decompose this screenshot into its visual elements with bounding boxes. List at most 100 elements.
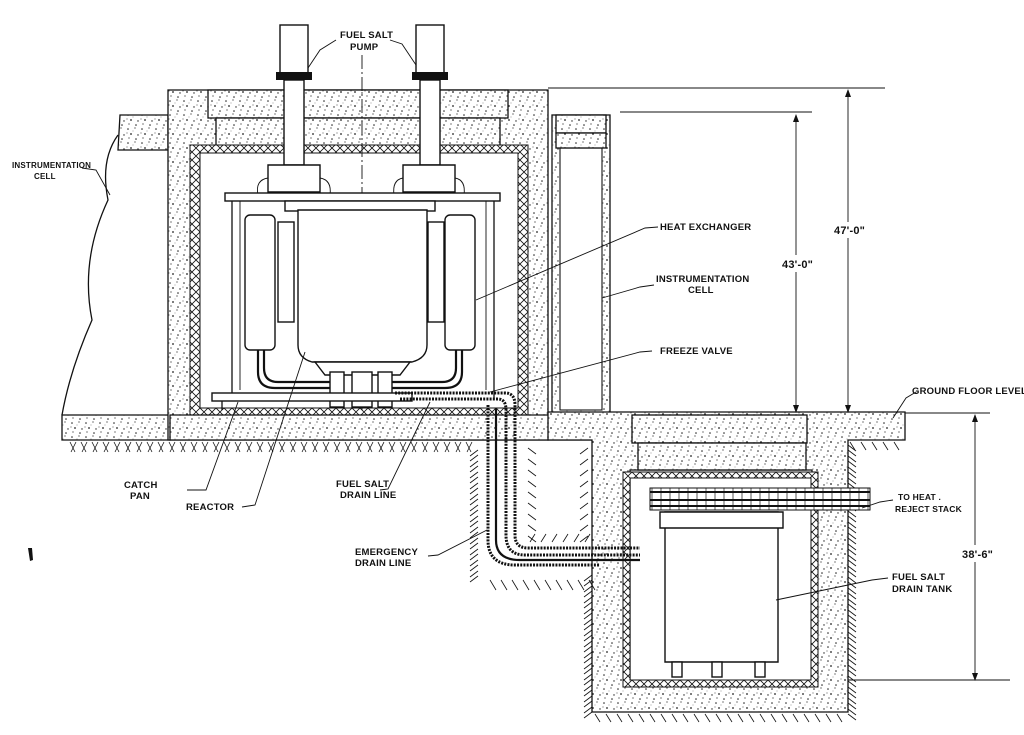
earth-hatch-mark xyxy=(847,581,857,589)
earth-hatch-mark xyxy=(893,441,900,451)
earth-hatch-mark xyxy=(180,441,187,453)
earth-hatch-mark xyxy=(616,713,623,723)
right-instrumentation-cell xyxy=(548,87,885,416)
drain-lines xyxy=(395,391,640,567)
earth-hatch-mark xyxy=(847,526,857,534)
earth-hatch-mark xyxy=(551,533,558,543)
earth-hatch-mark xyxy=(847,625,857,633)
earth-hatch-mark xyxy=(583,618,593,626)
earth-hatch-mark xyxy=(584,533,591,543)
earth-hatch-mark xyxy=(583,711,593,719)
label-instrumentation-cell-right-2: CELL xyxy=(688,285,714,296)
earth-hatch-mark xyxy=(726,713,733,723)
earth-hatch-mark xyxy=(860,441,867,451)
earth-hatch-mark xyxy=(847,669,857,677)
label-freeze-valve: FREEZE VALVE xyxy=(660,346,733,357)
earth-hatch-mark xyxy=(847,653,857,661)
earth-hatch-mark xyxy=(469,553,479,561)
earth-hatch-mark xyxy=(469,564,479,572)
earth-hatch-mark xyxy=(544,579,552,591)
earth-hatch-mark xyxy=(583,684,593,692)
earth-hatch-mark xyxy=(500,579,508,591)
earth-hatch-mark xyxy=(411,441,418,453)
earth-hatch-mark xyxy=(847,532,857,540)
earth-hatch-mark xyxy=(847,537,857,545)
earth-hatch-mark xyxy=(311,441,318,453)
earth-hatch-mark xyxy=(583,645,593,653)
earth-hatch-mark xyxy=(212,441,219,453)
earth-hatch-mark xyxy=(527,513,537,521)
earth-hatch-mark xyxy=(540,533,547,543)
label-instrumentation-cell-right-1: INSTRUMENTATION xyxy=(656,274,749,285)
earth-hatch-mark xyxy=(847,675,857,683)
earth-hatch-mark xyxy=(191,441,198,453)
earth-hatch-mark xyxy=(469,515,479,523)
label-fuel-salt-drain-tank-2: DRAIN TANK xyxy=(892,584,952,595)
earth-hatch-mark xyxy=(579,469,589,477)
earth-hatch-mark xyxy=(847,548,857,556)
earth-hatch-mark xyxy=(469,476,479,484)
dimension-47ft: 47'-0" xyxy=(834,225,865,237)
earth-hatch-mark xyxy=(847,664,857,672)
earth-hatch-mark xyxy=(355,441,362,453)
earth-hatch-mark xyxy=(579,447,589,455)
earth-hatch-mark xyxy=(847,609,857,617)
earth-hatch-mark xyxy=(344,441,351,453)
earth-hatch-mark xyxy=(246,441,253,453)
earth-hatch-mark xyxy=(748,713,755,723)
earth-hatch-mark xyxy=(69,441,76,453)
earth-hatch-mark xyxy=(847,570,857,578)
earth-hatch-mark xyxy=(256,441,263,453)
labels: FUEL SALT PUMP INSTRUMENTATION CELL HEAT… xyxy=(12,30,1024,595)
dimension-lines: 43'-0" 47'-0" 38'-6" xyxy=(782,89,993,681)
earth-hatch-mark xyxy=(469,471,479,479)
earth-hatch-mark xyxy=(579,535,589,543)
earth-hatch-mark xyxy=(527,524,537,532)
earth-hatch-mark xyxy=(278,441,285,453)
earth-hatch-mark xyxy=(583,706,593,714)
earth-hatch-mark xyxy=(555,579,563,591)
earth-hatch-mark xyxy=(469,537,479,545)
earth-hatch-mark xyxy=(334,441,341,453)
earth-hatch-mark xyxy=(583,640,593,648)
earth-hatch-mark xyxy=(579,524,589,532)
earth-hatch-mark xyxy=(847,614,857,622)
earth-hatch-mark xyxy=(715,713,722,723)
earth-hatch-mark xyxy=(469,454,479,462)
earth-hatch-mark xyxy=(562,533,569,543)
earth-hatch-mark xyxy=(469,570,479,578)
earth-hatch-mark xyxy=(522,579,530,591)
earth-hatch-mark xyxy=(389,441,396,453)
earth-hatch-mark xyxy=(333,441,340,453)
earth-hatch-mark xyxy=(803,713,810,723)
earth-hatch-mark xyxy=(301,441,308,453)
earth-hatch-mark xyxy=(533,579,541,591)
earth-hatch-mark xyxy=(882,441,889,451)
earth-hatch-mark xyxy=(583,579,593,587)
label-ground-floor-level: GROUND FLOOR LEVEL xyxy=(912,386,1024,397)
earth-hatch-mark xyxy=(704,713,711,723)
earth-hatch-mark xyxy=(847,554,857,562)
earth-hatch-mark xyxy=(847,691,857,699)
earth-hatch-mark xyxy=(579,502,589,510)
earth-hatch-mark xyxy=(836,713,843,723)
earth-hatch-mark xyxy=(566,579,574,591)
earth-hatch-mark xyxy=(345,441,352,453)
earth-hatch-mark xyxy=(847,598,857,606)
earth-hatch-mark xyxy=(693,713,700,723)
earth-hatch-mark xyxy=(469,548,479,556)
label-fuel-salt-drain-tank-1: FUEL SALT xyxy=(892,572,945,583)
earth-hatch-mark xyxy=(432,441,439,453)
earth-hatch-mark xyxy=(454,441,461,453)
earth-hatch-mark xyxy=(638,713,645,723)
earth-hatch-mark xyxy=(847,713,857,721)
earth-hatch-mark xyxy=(847,521,857,529)
fuel-salt-pumps xyxy=(257,24,465,410)
earth-hatch-mark xyxy=(466,441,473,453)
earth-hatch-mark xyxy=(627,713,634,723)
earth-hatch-mark xyxy=(421,441,428,453)
earth-hatch-mark xyxy=(583,651,593,659)
earth-hatch-mark xyxy=(366,441,373,453)
earth-hatch-mark xyxy=(579,458,589,466)
